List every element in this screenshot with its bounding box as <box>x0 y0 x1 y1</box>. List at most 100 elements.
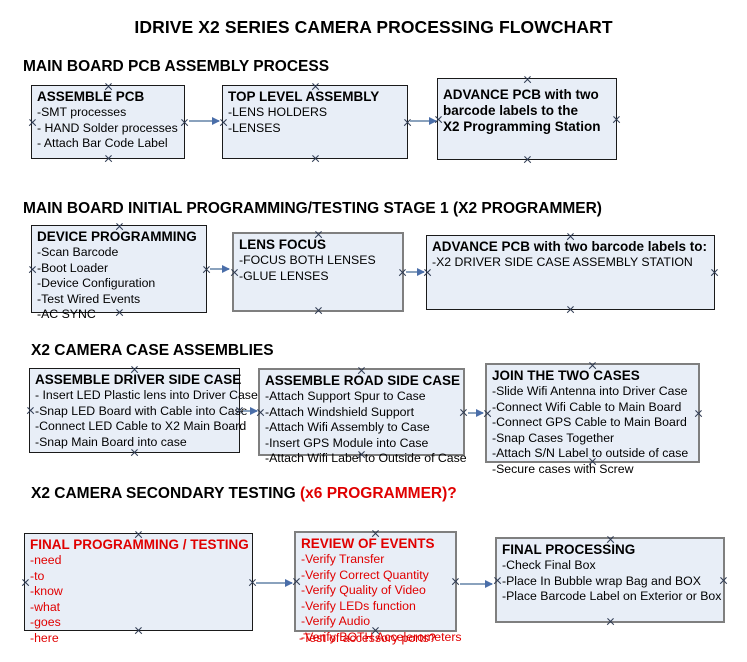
box-join-the-two-cases[interactable]: JOIN THE TWO CASES -Slide Wifi Antenna i… <box>485 363 700 476</box>
connector-handle-left[interactable] <box>28 118 37 127</box>
review-overflow-line: -Test of accessory ports? <box>299 631 436 645</box>
arrow-2-1 <box>210 264 230 273</box>
box-line: -Verify BOTH Accelerometers <box>301 629 462 644</box>
box-line: -Connect Wifi Cable to Main Board <box>492 399 682 414</box>
box-line: -Snap Main Board into case <box>35 434 187 449</box>
box-title: FINAL PROGRAMMING / TESTING <box>30 537 249 552</box>
box-line: -GLUE LENSES <box>239 268 329 283</box>
section-heading-2-text: MAIN BOARD INITIAL PROGRAMMING/TESTING S… <box>23 200 602 217</box>
box-line: -Check Final Box <box>502 557 596 572</box>
section-heading-1-text: MAIN BOARD PCB ASSEMBLY PROCESS <box>23 58 330 75</box>
box-line: - Attach Bar Code Label <box>37 136 168 151</box>
box-line: -SMT processes <box>37 104 127 119</box>
connector-handle-left[interactable] <box>26 406 35 415</box>
box-line: -Device Configuration <box>37 276 156 291</box>
box-review-of-events[interactable]: REVIEW OF EVENTS -Verify Transfer -Verif… <box>294 531 462 644</box>
box-assemble-driver-side-case[interactable]: ASSEMBLE DRIVER SIDE CASE - Insert LED P… <box>26 368 258 453</box>
box-line: -goes <box>30 615 61 630</box>
box-title: ASSEMBLE ROAD SIDE CASE <box>265 373 461 388</box>
box-assemble-road-side-case[interactable]: ASSEMBLE ROAD SIDE CASE -Attach Support … <box>258 368 467 465</box>
box-line: -Boot Loader <box>37 260 109 275</box>
box-line: -Verify LEDs function <box>301 598 416 613</box>
box-advance-pcb-driver-side[interactable]: ADVANCE PCB with two barcode labels to: … <box>426 235 715 310</box>
box-line: - HAND Solder processes <box>37 120 178 135</box>
connector-handle-bottom[interactable] <box>104 154 113 163</box>
box-final-processing[interactable]: FINAL PROCESSING -Check Final Box -Place… <box>495 537 725 623</box>
connector-handle-bottom[interactable] <box>566 305 575 314</box>
box-line: -Snap Cases Together <box>492 430 615 445</box>
connector-handle-left[interactable] <box>21 578 30 587</box>
box-title: ASSEMBLE PCB <box>37 89 145 104</box>
box-title: FINAL PROCESSING <box>502 542 636 557</box>
box-line: -AC SYNC <box>37 307 96 322</box>
box-title: ADVANCE PCB with two barcode labels to: <box>432 239 708 254</box>
arrow-4-1 <box>256 578 293 587</box>
arrow-4-2 <box>460 579 493 588</box>
box-line: -Attach Wifi Assembly to Case <box>265 420 430 435</box>
box-title: DEVICE PROGRAMMING <box>37 229 197 244</box>
box-line: -Snap LED Board with Cable into Case <box>35 403 248 418</box>
connector-handle-top[interactable] <box>523 75 532 84</box>
box-advance-pcb-station[interactable]: ADVANCE PCB with two barcode labels to t… <box>437 78 617 160</box>
box-line: - Insert LED Plastic lens into Driver Ca… <box>35 387 258 402</box>
arrow-1-2 <box>410 116 437 125</box>
box-line: -LENS HOLDERS <box>228 104 328 119</box>
section-heading-1: MAIN BOARD PCB ASSEMBLY PROCESS <box>23 58 329 76</box>
connector-handle-left[interactable] <box>493 576 502 585</box>
box-line: -Place In Bubble wrap Bag and BOX <box>502 573 701 588</box>
box-line: -Scan Barcode <box>37 244 119 259</box>
box-line: -Attach S/N Label to outside of case <box>492 446 689 461</box>
box-title-line3: X2 Programming Station <box>443 118 601 134</box>
box-line: -LENSES <box>228 120 281 135</box>
box-line: -Verify Transfer <box>301 551 385 566</box>
connector-handle-bottom[interactable] <box>523 155 532 164</box>
connector-handle-bottom[interactable] <box>314 306 323 315</box>
box-line: -Connect GPS Cable to Main Board <box>492 415 687 430</box>
section-heading-2: MAIN BOARD INITIAL PROGRAMMING/TESTING S… <box>23 200 602 218</box>
box-line: -to <box>30 568 45 583</box>
box-line: -Verify Audio <box>301 614 371 629</box>
box-title: LENS FOCUS <box>239 237 327 252</box>
connector-handle-bottom[interactable] <box>311 154 320 163</box>
box-line: -Attach Windshield Support <box>265 404 415 419</box>
box-top-level-assembly[interactable]: TOP LEVEL ASSEMBLY -LENS HOLDERS -LENSES <box>222 85 408 159</box>
box-title: ASSEMBLE DRIVER SIDE CASE <box>35 372 242 387</box>
box-title-line2: barcode labels to the <box>443 102 579 118</box>
box-line: -X2 DRIVER SIDE CASE ASSEMBLY STATION <box>432 254 693 269</box>
section-heading-3: X2 CAMERA CASE ASSEMBLIES <box>31 342 274 360</box>
box-line: -need <box>30 552 62 567</box>
box-line: -Attach Wifi Label to Outside of Case <box>265 451 467 466</box>
box-line: -Secure cases with Screw <box>492 461 634 476</box>
box-line: -Place Barcode Label on Exterior or Box <box>502 589 722 604</box>
page-title: IDRIVE X2 SERIES CAMERA PROCESSING FLOWC… <box>134 17 613 37</box>
box-line: -Connect LED Cable to X2 Main Board <box>35 419 247 434</box>
box-line: -Verify Correct Quantity <box>301 567 429 582</box>
arrow-2-2 <box>406 267 425 276</box>
box-line: -Verify Quality of Video <box>301 583 426 598</box>
section-heading-3-text: X2 CAMERA CASE ASSEMBLIES <box>31 342 274 359</box>
section-heading-4: X2 CAMERA SECONDARY TESTING (x6 PROGRAMM… <box>31 485 457 503</box>
box-title: REVIEW OF EVENTS <box>301 536 435 551</box>
box-line: -Slide Wifi Antenna into Driver Case <box>492 383 688 398</box>
box-device-programming[interactable]: DEVICE PROGRAMMING -Scan Barcode -Boot L… <box>28 225 207 321</box>
box-final-programming-testing[interactable]: FINAL PROGRAMMING / TESTING -need -to -k… <box>21 533 253 645</box>
box-line: -Attach Support Spur to Case <box>265 388 426 403</box>
connector-handle-left[interactable] <box>28 265 37 274</box>
arrow-3-2 <box>468 408 484 417</box>
box-line: -know <box>30 584 63 599</box>
box-line: -FOCUS BOTH LENSES <box>239 252 376 267</box>
box-lens-focus[interactable]: LENS FOCUS -FOCUS BOTH LENSES -GLUE LENS… <box>232 232 404 312</box>
section-heading-4-suffix: (x6 PROGRAMMER)? <box>300 485 457 502</box>
box-line: -Test Wired Events <box>37 291 141 306</box>
box-line: -Insert GPS Module into Case <box>265 435 429 450</box>
box-assemble-pcb[interactable]: ASSEMBLE PCB -SMT processes - HAND Solde… <box>31 85 185 159</box>
connector-handle-bottom[interactable] <box>606 617 615 626</box>
box-title: JOIN THE TWO CASES <box>492 368 640 383</box>
section-heading-4-text: X2 CAMERA SECONDARY TESTING <box>31 485 296 502</box>
box-line: -here <box>30 630 59 645</box>
box-title: ADVANCE PCB with two <box>443 87 599 102</box>
arrow-3-1 <box>243 406 258 415</box>
connector-handle-left[interactable] <box>230 268 239 277</box>
box-line: -what <box>30 599 61 614</box>
